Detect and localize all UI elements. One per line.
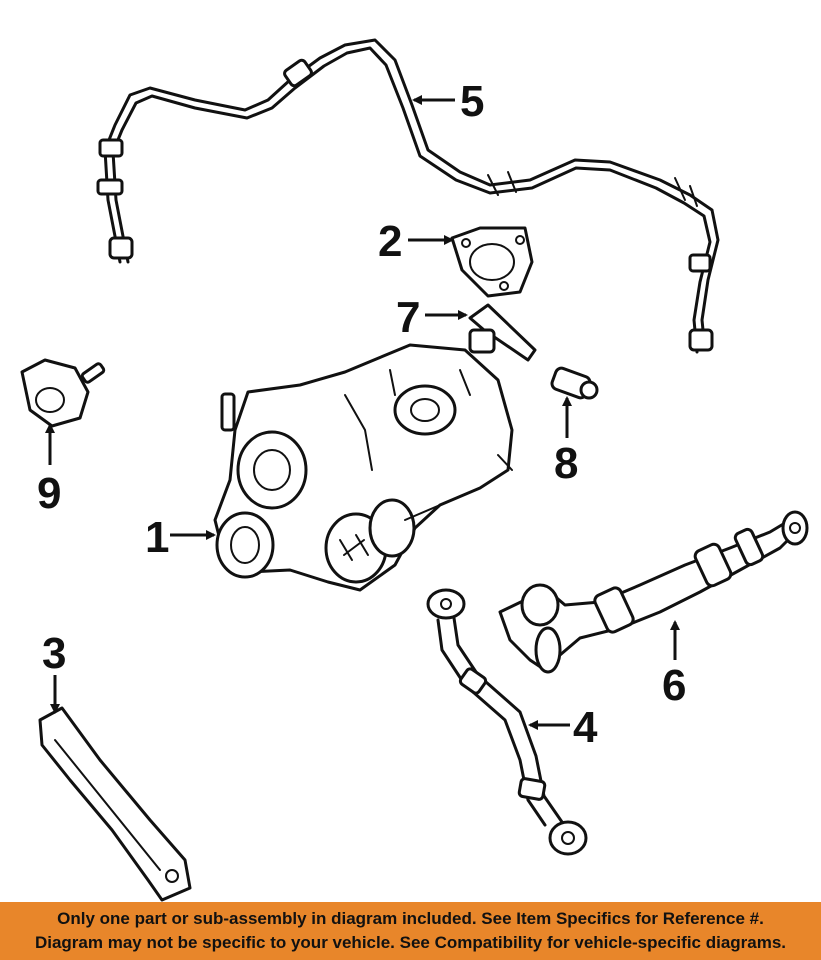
valve-part — [20, 358, 106, 428]
callout-1: 1 — [145, 513, 169, 562]
callout-2: 2 — [378, 217, 402, 266]
callout-3: 3 — [42, 629, 66, 678]
disclaimer-line-2: Diagram may not be specific to your vehi… — [34, 933, 787, 952]
callout-5: 5 — [460, 77, 484, 126]
callout-8: 8 — [554, 439, 578, 488]
bracket-part — [38, 706, 192, 902]
callout-4: 4 — [573, 703, 598, 752]
disclaimer-line-1: Only one part or sub-assembly in diagram… — [57, 909, 764, 928]
callout-arrows — [45, 95, 680, 730]
parts-diagram: 1 2 3 4 5 6 7 8 9 — [20, 38, 809, 902]
callout-7: 7 — [396, 293, 420, 342]
oil-return-pipe-part — [426, 588, 588, 856]
oil-feed-line-part — [96, 38, 720, 354]
disclaimer-banner: Only one part or sub-assembly in diagram… — [0, 902, 821, 960]
gasket-part — [450, 226, 534, 298]
bolt-part — [550, 366, 599, 400]
fitting-part — [468, 303, 537, 362]
coolant-pipe-part — [498, 510, 809, 674]
callout-9: 9 — [37, 469, 61, 518]
turbocharger-part — [213, 343, 514, 592]
callout-6: 6 — [662, 661, 686, 710]
